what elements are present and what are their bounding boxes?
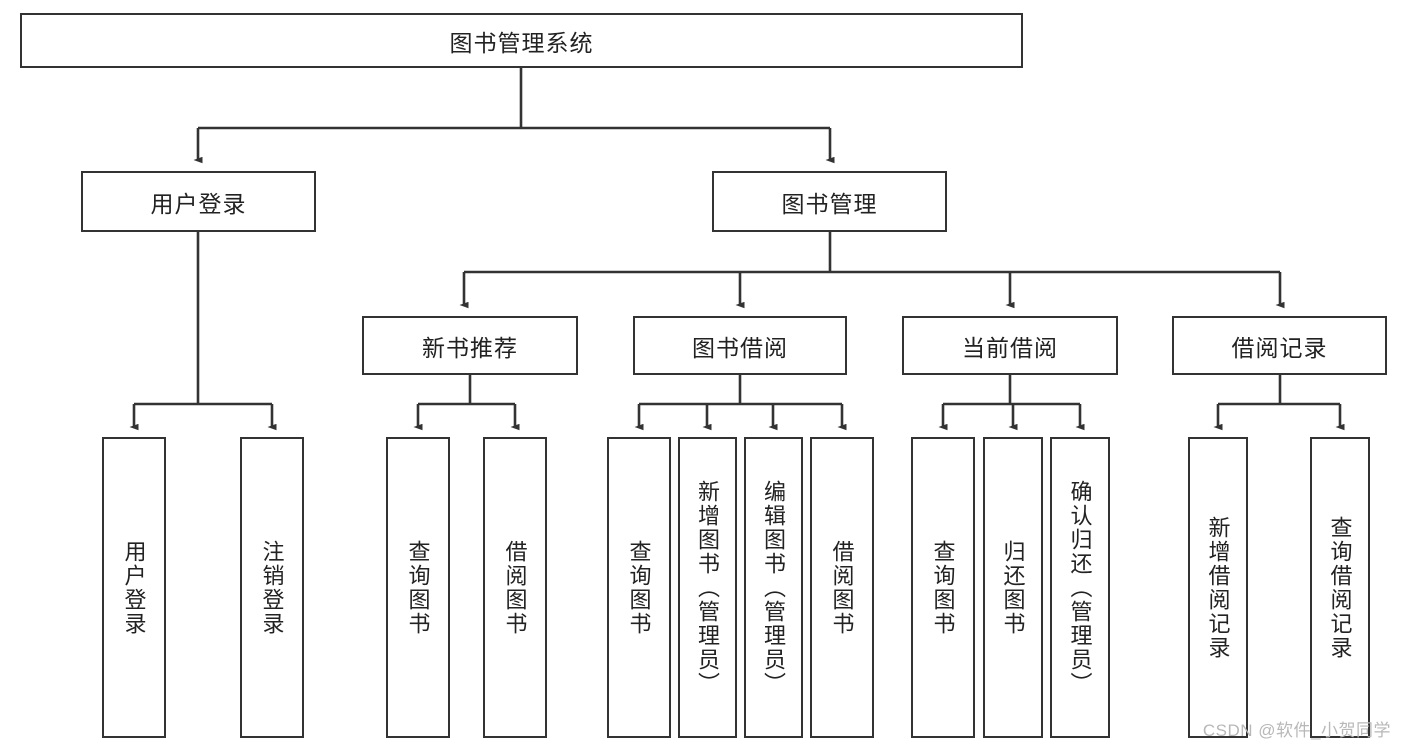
node-leaf-return-book-label: 归还图书 xyxy=(1000,539,1026,636)
edges-borrowrecord-to-leaves xyxy=(1213,375,1345,431)
node-leaf-confirm-return-label: 确认归还（管理员） xyxy=(1067,479,1093,696)
node-leaf-edit-book-label: 编辑图书（管理员） xyxy=(761,479,787,696)
node-leaf-borrow-book-2[interactable]: 借阅图书 xyxy=(810,437,874,738)
node-leaf-borrow-book-2-label: 借阅图书 xyxy=(829,539,855,636)
node-leaf-logout-login-label: 注销登录 xyxy=(259,539,285,636)
node-leaf-query-book-1-label: 查询图书 xyxy=(405,539,431,636)
node-leaf-query-record-label: 查询借阅记录 xyxy=(1327,515,1353,660)
node-current-borrow-label: 当前借阅 xyxy=(962,334,1058,361)
node-root-label: 图书管理系统 xyxy=(449,29,594,56)
node-book-borrow[interactable]: 图书借阅 xyxy=(633,316,847,375)
node-leaf-query-book-3[interactable]: 查询图书 xyxy=(911,437,975,738)
node-new-book-recommend-label: 新书推荐 xyxy=(422,334,518,361)
node-leaf-add-record[interactable]: 新增借阅记录 xyxy=(1188,437,1248,738)
edges-newbook-to-leaves xyxy=(413,375,520,431)
node-leaf-logout-login[interactable]: 注销登录 xyxy=(240,437,304,738)
node-new-book-recommend[interactable]: 新书推荐 xyxy=(362,316,578,375)
edges-root-to-level1 xyxy=(193,68,835,164)
node-leaf-edit-book[interactable]: 编辑图书（管理员） xyxy=(744,437,803,738)
node-borrow-record-label: 借阅记录 xyxy=(1231,334,1328,361)
node-leaf-query-book-2[interactable]: 查询图书 xyxy=(607,437,671,738)
node-book-manage[interactable]: 图书管理 xyxy=(712,171,947,232)
node-book-manage-label: 图书管理 xyxy=(781,190,878,217)
node-book-borrow-label: 图书借阅 xyxy=(692,334,788,361)
edges-userlogin-to-leaves xyxy=(129,232,277,431)
node-leaf-query-record[interactable]: 查询借阅记录 xyxy=(1310,437,1370,738)
node-leaf-add-record-label: 新增借阅记录 xyxy=(1205,515,1231,660)
node-current-borrow[interactable]: 当前借阅 xyxy=(902,316,1118,375)
node-leaf-return-book[interactable]: 归还图书 xyxy=(983,437,1043,738)
node-leaf-user-login[interactable]: 用户登录 xyxy=(102,437,166,738)
edges-currentborrow-to-leaves xyxy=(938,375,1085,431)
node-leaf-query-book-2-label: 查询图书 xyxy=(626,539,652,636)
edges-bookmanage-to-level2 xyxy=(459,232,1285,309)
node-leaf-user-login-label: 用户登录 xyxy=(121,539,147,636)
node-leaf-borrow-book-1-label: 借阅图书 xyxy=(502,539,528,636)
node-user-login[interactable]: 用户登录 xyxy=(81,171,316,232)
node-user-login-label: 用户登录 xyxy=(150,190,247,217)
node-leaf-query-book-3-label: 查询图书 xyxy=(930,539,956,636)
node-root[interactable]: 图书管理系统 xyxy=(20,13,1023,68)
edges-bookborrow-to-leaves xyxy=(634,375,847,431)
node-leaf-add-book-label: 新增图书（管理员） xyxy=(695,479,721,696)
node-borrow-record[interactable]: 借阅记录 xyxy=(1172,316,1387,375)
node-leaf-confirm-return[interactable]: 确认归还（管理员） xyxy=(1050,437,1110,738)
node-leaf-query-book-1[interactable]: 查询图书 xyxy=(386,437,450,738)
node-leaf-borrow-book-1[interactable]: 借阅图书 xyxy=(483,437,547,738)
node-leaf-add-book[interactable]: 新增图书（管理员） xyxy=(678,437,737,738)
